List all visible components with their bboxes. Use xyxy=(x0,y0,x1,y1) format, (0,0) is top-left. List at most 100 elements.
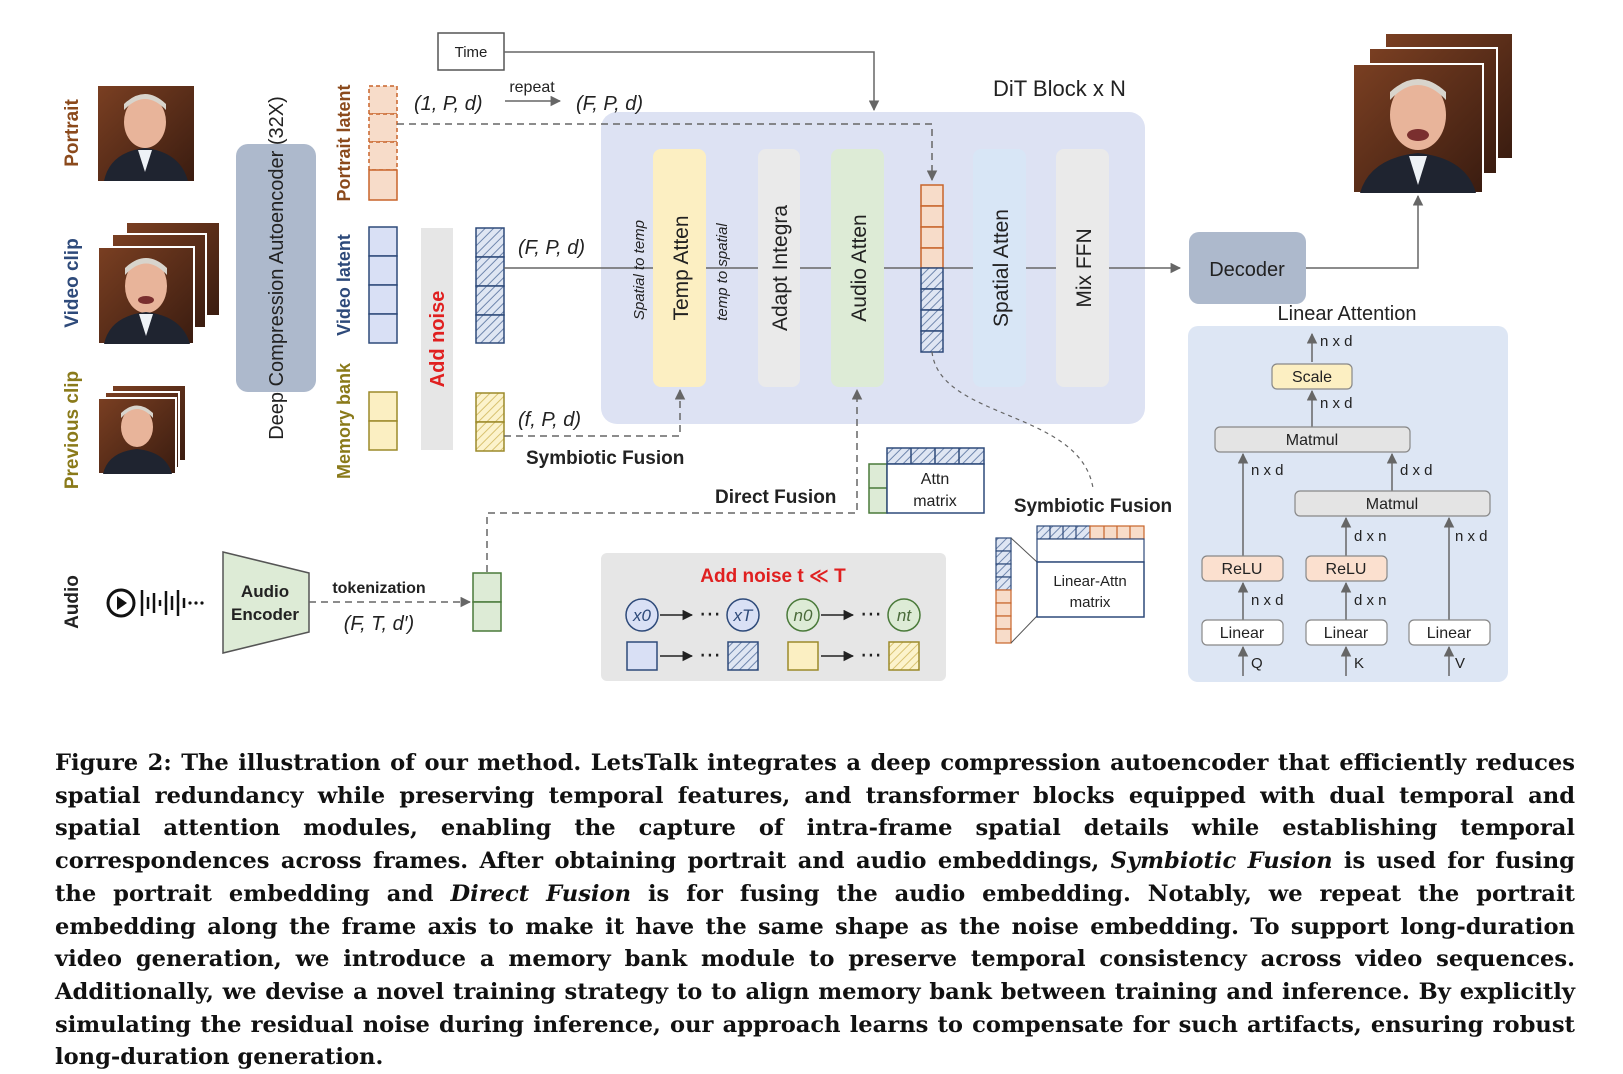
dit-token-column xyxy=(920,184,944,353)
mix-ffn-label: Mix FFN xyxy=(1073,228,1096,307)
dim-left: n x d xyxy=(1251,462,1284,479)
legend-x0: x0 xyxy=(632,606,652,625)
noised-video-tokens xyxy=(475,227,505,344)
k-label: K xyxy=(1354,655,1364,672)
shape-portrait-in: (1, P, d) xyxy=(414,93,483,115)
temp-atten-block xyxy=(653,149,706,387)
noise-legend-title: Add noise t ≪ T xyxy=(700,566,846,587)
symbiotic-fusion-label: Symbiotic Fusion xyxy=(526,448,684,469)
dit-block-title: DiT Block x N xyxy=(993,76,1126,101)
memory-bank-tokens xyxy=(368,391,398,451)
attn-matrix-label-line2: matrix xyxy=(913,493,957,510)
portrait-label: Portrait xyxy=(62,99,83,167)
matmul-top-label: Matmul xyxy=(1286,432,1338,449)
linear-attn-matrix-label-line1: Linear-Attn xyxy=(1053,573,1126,590)
temp-to-spatial-label: temp to spatial xyxy=(714,223,731,321)
noise-legend-box xyxy=(601,553,946,681)
caption-emphasis-symbiotic: Symbiotic Fusion xyxy=(1110,848,1333,875)
dim-k-low: d x n xyxy=(1354,592,1387,609)
shape-memory: (f, P, d) xyxy=(518,409,581,431)
noise-legend-square-row: ⋯ ⋯ xyxy=(626,641,920,671)
legend-dots-3: ⋯ xyxy=(699,642,721,667)
memory-to-temp-atten-dashed xyxy=(504,388,686,437)
shape-portrait-out: (F, P, d) xyxy=(576,93,643,115)
portrait-latent-label: Portrait latent xyxy=(334,84,354,201)
linear-attention-title: Linear Attention xyxy=(1278,303,1417,325)
caption-label: Figure 2: xyxy=(55,750,172,776)
figure-caption: Figure 2: The illustration of our method… xyxy=(55,747,1575,1074)
method-diagram: DiT Block x N Linear Attention Portrait … xyxy=(62,32,1514,682)
noise-legend-n-row: n0 ⋯ nt xyxy=(786,598,921,632)
q-label: Q xyxy=(1251,655,1263,672)
dim-q-low: n x d xyxy=(1251,592,1284,609)
audio-label: Audio xyxy=(62,575,83,629)
video-latent-tokens xyxy=(368,226,398,344)
relu-q-label: ReLU xyxy=(1222,561,1263,578)
shape-audio: (F, T, d′) xyxy=(344,613,414,635)
tokenization-label: tokenization xyxy=(332,580,425,597)
video-clip-images xyxy=(97,221,221,345)
caption-text-2: is used for fusing the portrait embeddin… xyxy=(55,848,1575,907)
decoder-to-output-arrow xyxy=(1306,194,1424,269)
spatial-atten-label: Spatial Atten xyxy=(990,209,1013,327)
previous-clip-images xyxy=(97,384,187,475)
linear-attn-matrix xyxy=(995,525,1145,644)
shape-video: (F, P, d) xyxy=(518,237,585,259)
portrait-repeat-dashed-line xyxy=(397,123,938,182)
time-label: Time xyxy=(455,44,488,61)
spatial-to-temp-label: Spatial to temp xyxy=(631,220,648,320)
caption-emphasis-direct: Direct Fusion xyxy=(450,880,631,907)
linear-k-label: Linear xyxy=(1324,625,1369,642)
audio-to-audio-atten-dashed xyxy=(486,388,863,572)
temp-atten-label: Temp Atten xyxy=(670,215,693,320)
video-latent-label: Video latent xyxy=(334,234,354,336)
legend-dots-1: ⋯ xyxy=(699,601,721,626)
symbiotic-fusion-curve xyxy=(931,351,1094,489)
linear-q-label: Linear xyxy=(1220,625,1265,642)
spatial-atten-block xyxy=(973,149,1026,387)
caption-text-3: is for fusing the audio embedding. Notab… xyxy=(55,880,1575,1071)
audio-encoder-label-line1: Audio xyxy=(241,582,289,601)
legend-dots-2: ⋯ xyxy=(860,601,882,626)
adapt-integra-block xyxy=(758,149,800,387)
output-images xyxy=(1352,32,1514,194)
portrait-latent-tokens xyxy=(368,85,398,201)
audio-waveform-icon xyxy=(106,588,204,618)
attn-matrix-label-line1: Attn xyxy=(921,471,949,488)
deep-compression-autoencoder xyxy=(236,144,316,392)
legend-nt: nt xyxy=(897,606,912,625)
audio-atten-block xyxy=(831,149,884,387)
linear-attention-diagram: n x d Scale n x d Matmul n x d d x d Mat… xyxy=(1201,332,1491,676)
dim-v: n x d xyxy=(1455,528,1488,545)
relu-k-label: ReLU xyxy=(1326,561,1367,578)
dim-right: d x d xyxy=(1400,462,1433,479)
decoder-label: Decoder xyxy=(1209,259,1285,281)
mix-ffn-block xyxy=(1056,149,1109,387)
memory-bank-label: Memory bank xyxy=(334,362,354,479)
linear-attn-matrix-label-line2: matrix xyxy=(1070,594,1111,611)
legend-n0: n0 xyxy=(794,606,813,625)
audio-atten-label: Audio Atten xyxy=(848,214,871,321)
audio-encoder-label-line2: Encoder xyxy=(231,605,299,624)
time-arrow xyxy=(504,51,880,112)
dim-out: n x d xyxy=(1320,333,1353,350)
legend-dots-4: ⋯ xyxy=(860,642,882,667)
decoder-block xyxy=(1189,232,1306,304)
symbiotic-fusion-right-label: Symbiotic Fusion xyxy=(1014,496,1172,517)
scale-label: Scale xyxy=(1292,369,1332,386)
caption-text-1: The illustration of our method. LetsTalk… xyxy=(55,750,1575,875)
adapt-integra-label: Adapt Integra xyxy=(769,205,792,331)
audio-tokens xyxy=(472,572,502,632)
add-noise-bar xyxy=(421,228,453,450)
v-label: V xyxy=(1455,655,1465,672)
audio-encoder-block xyxy=(222,551,310,654)
dim-scale-in: n x d xyxy=(1320,395,1353,412)
video-clip-label: Video clip xyxy=(62,238,83,327)
noise-legend-x-row: x0 ⋯ xT xyxy=(625,598,760,632)
direct-fusion-label: Direct Fusion xyxy=(715,487,836,508)
repeat-label: repeat xyxy=(509,79,555,96)
dim-k-top: d x n xyxy=(1354,528,1387,545)
noised-memory-tokens xyxy=(475,392,505,452)
attn-matrix xyxy=(868,447,985,514)
portrait-image xyxy=(98,86,194,181)
